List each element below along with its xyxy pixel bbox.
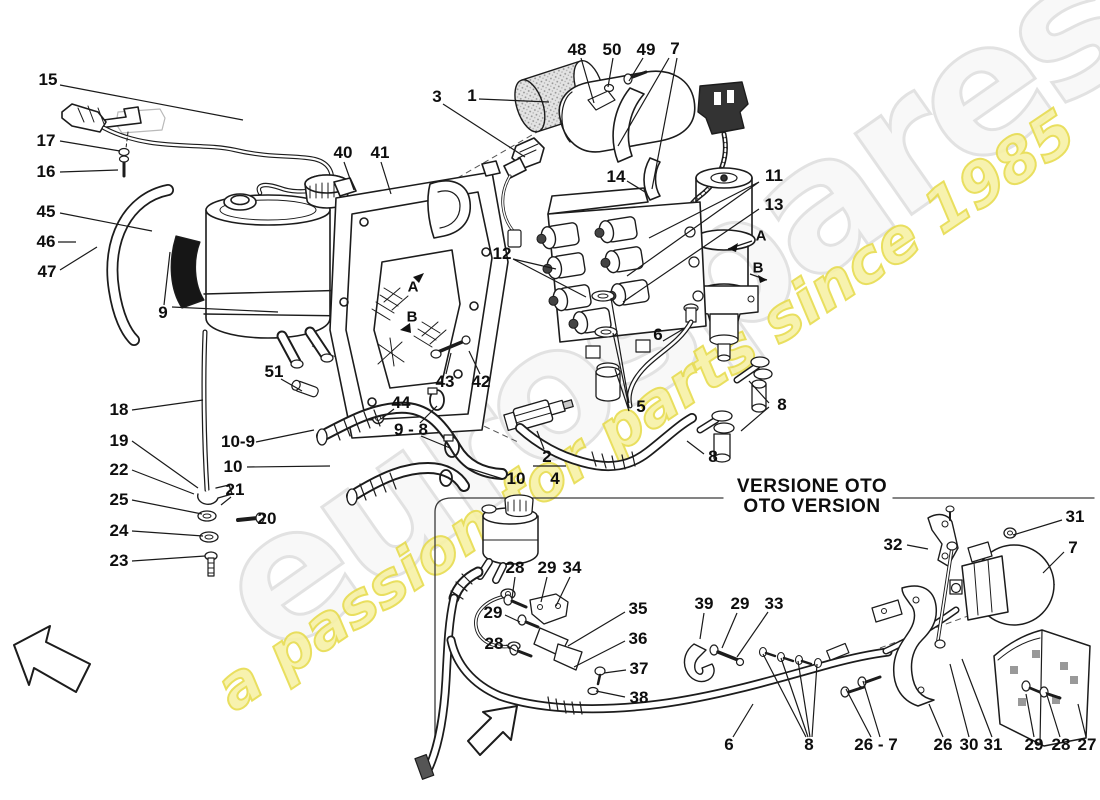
- part-number-label: 8: [708, 447, 718, 466]
- part-number-label: 3: [432, 87, 442, 106]
- part-number-label: 44: [391, 393, 411, 412]
- oto-hook-clamp: [683, 643, 745, 683]
- part-number-label: 6: [724, 735, 734, 754]
- oto-heat-shield: [993, 629, 1091, 747]
- part-number-label: 28: [505, 558, 525, 577]
- part-number-label: 11: [765, 166, 783, 185]
- part-number-label: 43: [435, 372, 455, 391]
- banjo-fittings-8: [696, 356, 773, 463]
- view-letter: B: [752, 259, 764, 277]
- part-number-label: 12: [492, 244, 512, 263]
- part-number-label: 30: [959, 735, 979, 754]
- part-number-label: 36: [628, 629, 648, 648]
- oto-bracket-32-rod: [927, 505, 1017, 649]
- part-number-label: 10-9: [220, 432, 256, 451]
- power-steering-pump: [691, 167, 759, 362]
- part-number-label: 42: [471, 372, 491, 391]
- part-number-label: 5: [636, 397, 646, 416]
- part-number-label: 17: [36, 131, 56, 150]
- part-number-label: 7: [1068, 538, 1078, 557]
- part-number-label: 6: [653, 325, 663, 344]
- part-number-label: 26 - 7: [854, 735, 898, 754]
- oto-direction-arrow-icon: [467, 705, 518, 756]
- part-number-label: 32: [883, 535, 903, 554]
- part-number-label: 48: [567, 40, 587, 59]
- part-number-label: 47: [37, 262, 57, 281]
- part-number-label: 31: [1065, 507, 1085, 526]
- filter-canister: [501, 59, 696, 248]
- part-number-label: 1: [467, 86, 477, 105]
- banjo-pipe-6: [626, 303, 699, 409]
- part-number-label: 2: [542, 447, 552, 466]
- part-number-label: 23: [109, 551, 129, 570]
- part-number-label: 50: [602, 40, 622, 59]
- oto-title-english: OTO VERSION: [743, 496, 881, 517]
- reservoir-assembly: [106, 174, 371, 369]
- part-number-label: 25: [109, 490, 129, 509]
- oto-reservoir: [476, 494, 539, 584]
- part-number-label: 28: [484, 634, 504, 653]
- part-number-label: 29: [537, 558, 557, 577]
- oto-section-border: [434, 497, 1095, 749]
- part-number-label: 34: [562, 558, 582, 577]
- part-number-label: 8: [804, 735, 814, 754]
- oto-section-title: VERSIONE OTO OTO VERSION: [737, 477, 887, 517]
- part-number-label: 4: [550, 469, 560, 488]
- part-number-label: 22: [109, 460, 129, 479]
- washer-stack-and-fitting: [591, 290, 621, 402]
- oto-title-italian: VERSIONE OTO: [736, 476, 888, 497]
- part-number-label: 29: [1024, 735, 1044, 754]
- part-number-label: 33: [764, 594, 784, 613]
- part-number-label: 9: [158, 303, 168, 322]
- part-number-label: 18: [109, 400, 129, 419]
- part-number-label: 51: [264, 362, 284, 381]
- part-number-label: 20: [257, 509, 277, 528]
- part-number-label: 49: [636, 40, 656, 59]
- part-number-label: 46: [36, 232, 56, 251]
- part-number-label: 21: [225, 480, 245, 499]
- part-number-label: 28: [1051, 735, 1071, 754]
- part-number-label: 31: [983, 735, 1003, 754]
- part-number-label: 14: [606, 167, 626, 186]
- drain-tube-and-fasteners: [196, 329, 265, 577]
- view-arrowheads: [400, 243, 767, 333]
- part-number-label: 10: [223, 457, 243, 476]
- level-sensor-cable: [61, 103, 334, 196]
- part-number-label: 41: [370, 143, 390, 162]
- direction-arrow-icon: [13, 625, 91, 693]
- oto-support-bracket-26: [758, 585, 938, 707]
- part-number-label: 10: [506, 469, 526, 488]
- part-number-label: 38: [629, 688, 649, 707]
- leader-lines: [58, 57, 1087, 738]
- part-number-label: 19: [109, 431, 129, 450]
- part-number-label: 16: [36, 162, 56, 181]
- part-number-label: 37: [629, 659, 649, 678]
- part-number-label: 35: [628, 599, 648, 618]
- mounting-plate: [291, 160, 509, 439]
- solenoid-valve-block: [534, 187, 707, 359]
- part-number-label: 29: [483, 603, 503, 622]
- view-letter: A: [755, 227, 767, 245]
- part-number-label: 39: [694, 594, 714, 613]
- part-number-label: 45: [36, 202, 56, 221]
- part-number-label: 9 - 8: [393, 420, 429, 439]
- part-number-label: 8: [777, 395, 787, 414]
- part-number-label: 13: [764, 195, 784, 214]
- part-number-label: 27: [1077, 735, 1097, 754]
- pressure-hoses: [316, 387, 697, 506]
- part-number-label: 7: [670, 39, 680, 58]
- oto-pump: [949, 541, 1055, 626]
- view-letter: B: [406, 308, 418, 326]
- part-number-label: 40: [333, 143, 353, 162]
- part-number-label: 15: [38, 70, 58, 89]
- view-letter: A: [407, 278, 419, 296]
- part-number-label: 26: [933, 735, 953, 754]
- part-number-label: 29: [730, 594, 750, 613]
- part-number-label: 24: [109, 521, 129, 540]
